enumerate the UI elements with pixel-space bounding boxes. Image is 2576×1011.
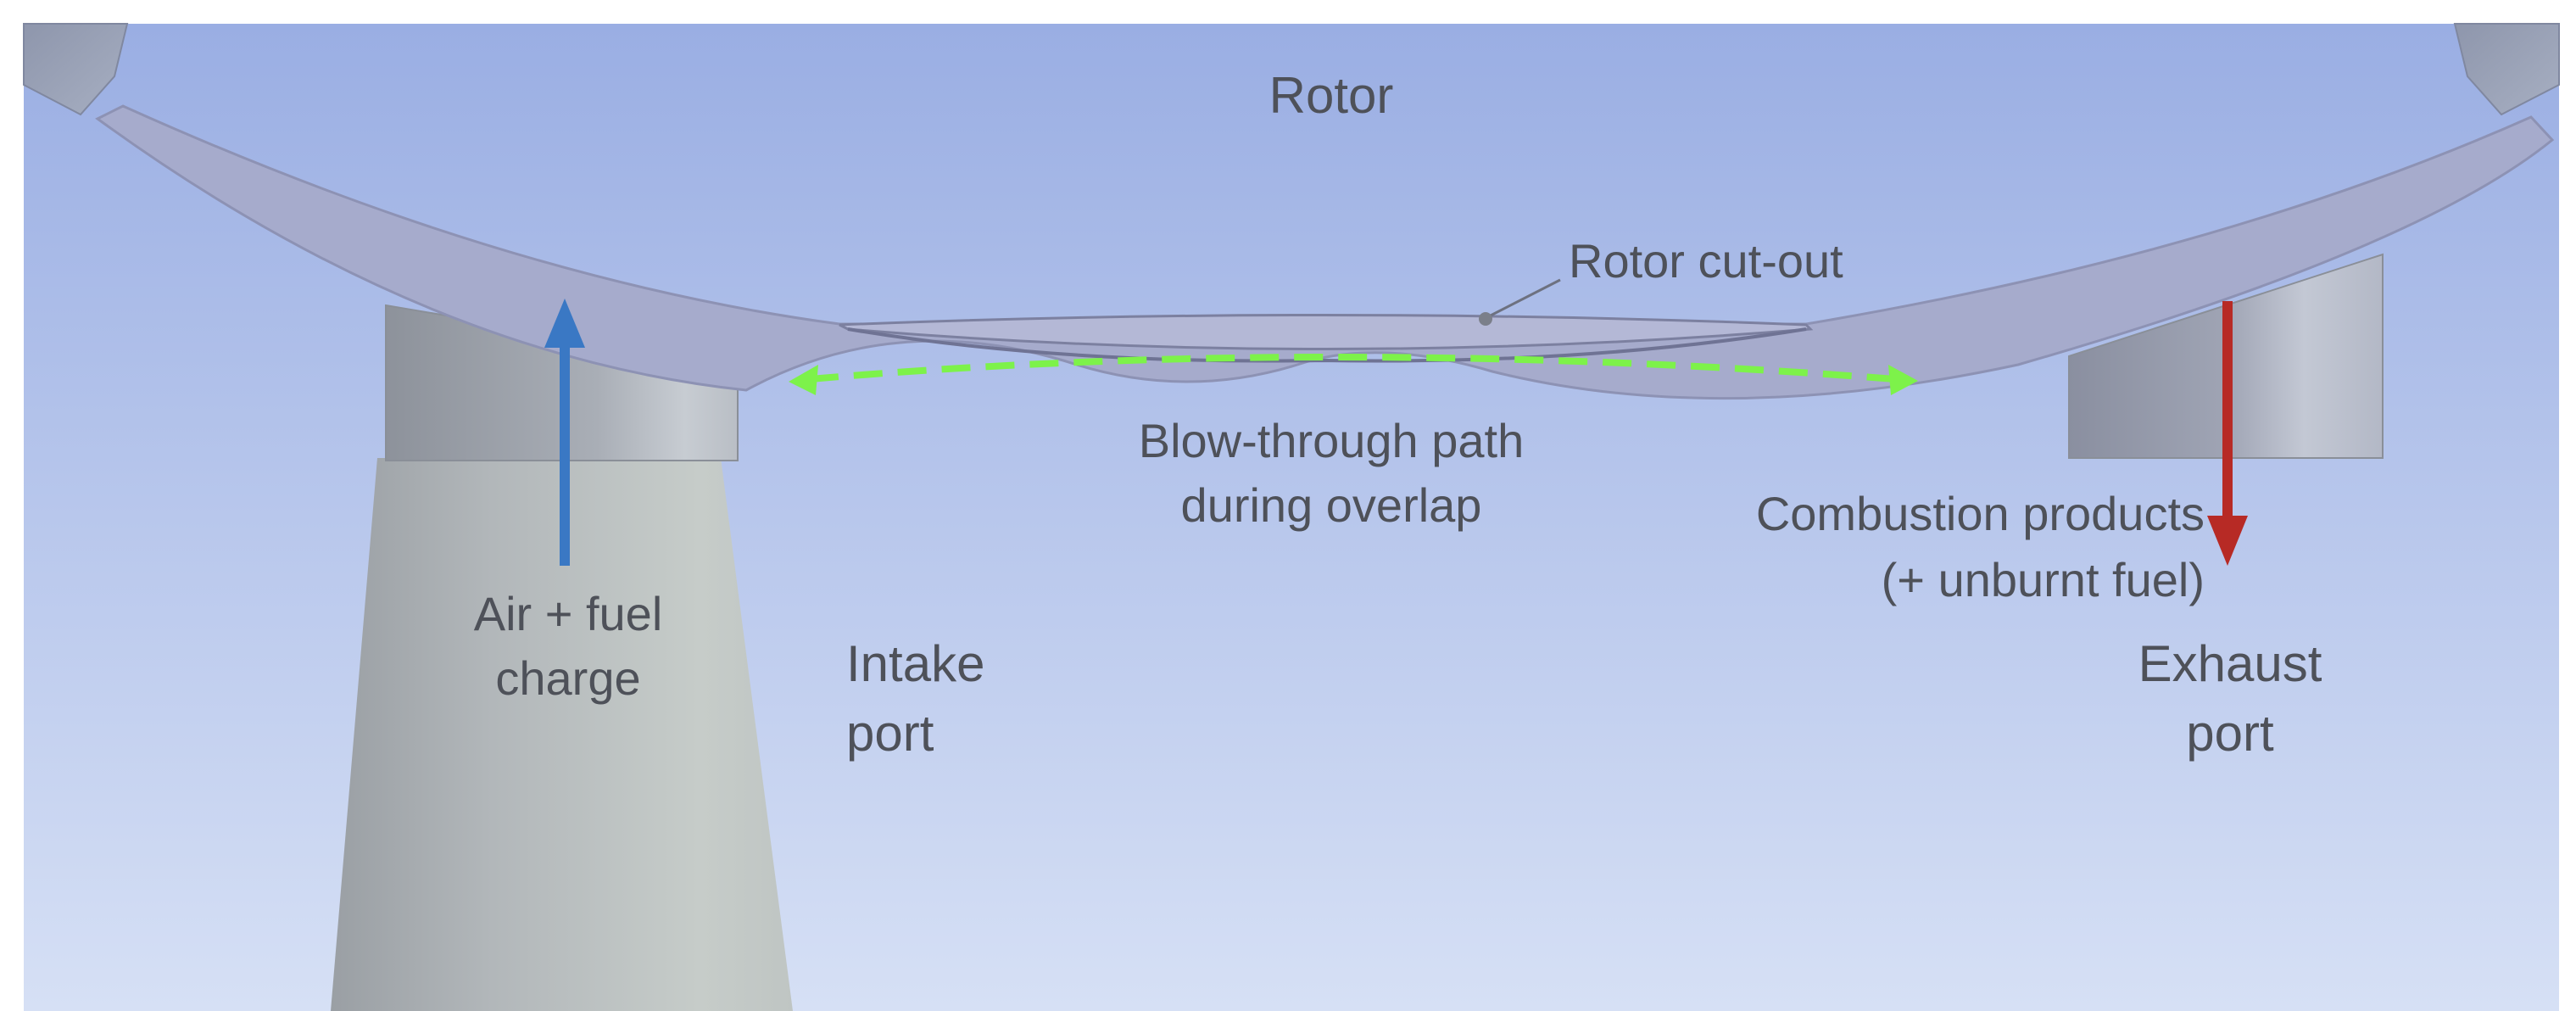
housing-corner-left: [23, 23, 129, 116]
blow-through-label-line2: during overlap: [1180, 478, 1482, 532]
blow-through-label-line1: Blow-through path: [1138, 414, 1525, 467]
rotor-label: Rotor: [1268, 67, 1394, 124]
cutout-leader-dot: [1479, 312, 1492, 326]
air-fuel-label-line2: charge: [495, 651, 641, 705]
blow-through-arrowhead-left: [789, 365, 818, 395]
exhaust-flow-arrowhead: [2207, 516, 2248, 566]
intake-port-body: [331, 458, 793, 1011]
exhaust-port-label-line2: port: [2186, 705, 2274, 762]
intake-port-label-line1: Intake: [846, 635, 985, 692]
rotor-cutout: [839, 314, 1814, 350]
intake-port-label-line2: port: [846, 705, 934, 762]
rotor-cutout-label: Rotor cut-out: [1569, 234, 1843, 288]
combustion-products-label-line2: (+ unburnt fuel): [1881, 553, 2205, 606]
air-fuel-label-line1: Air + fuel: [473, 587, 663, 640]
housing-corner-right: [2453, 23, 2560, 116]
blow-through-arrowhead-right: [1888, 365, 1918, 395]
blow-through-arrow-line: [809, 354, 1896, 383]
cutout-leader-line: [1485, 278, 1561, 320]
exhaust-port-label-line1: Exhaust: [2138, 635, 2322, 692]
combustion-products-label-line1: Combustion products: [1755, 487, 2205, 540]
rotor-band: [95, 104, 2555, 400]
intake-flow-arrowhead: [544, 299, 585, 348]
